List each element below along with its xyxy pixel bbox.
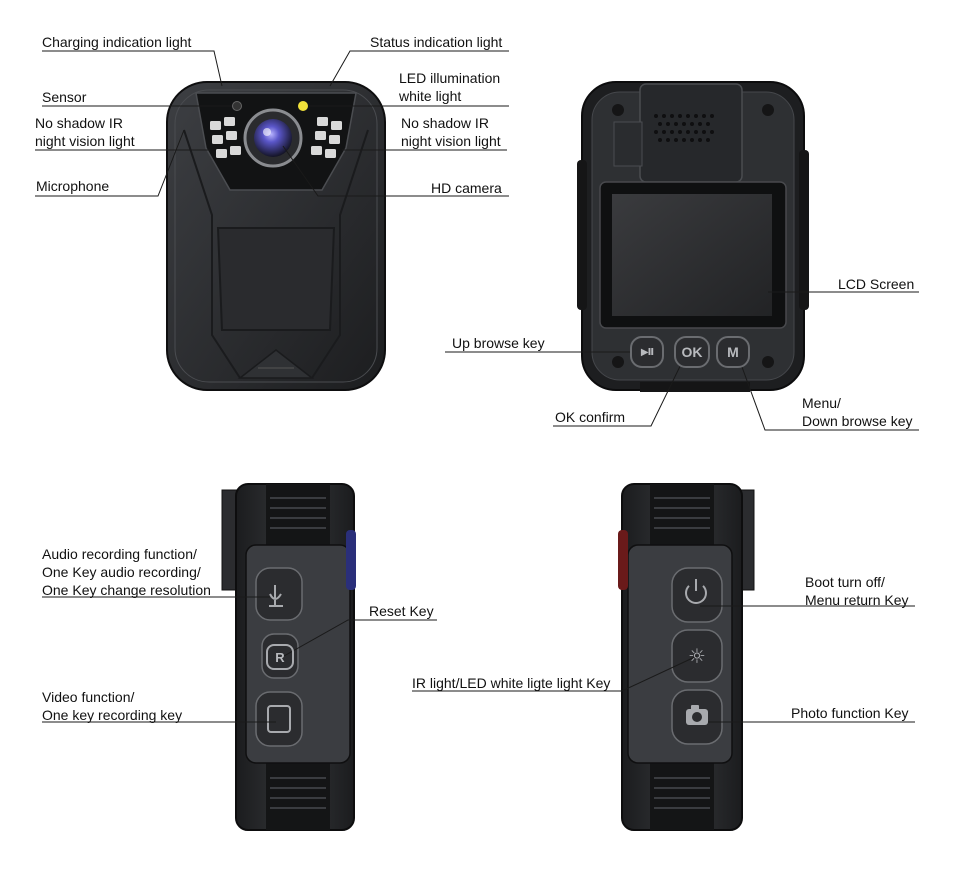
label-lcd-screen: LCD Screen bbox=[838, 276, 915, 292]
reset-key: R bbox=[266, 644, 294, 670]
label-hd-camera: HD camera bbox=[431, 180, 502, 196]
label-reset-key: Reset Key bbox=[369, 603, 434, 619]
label-video-function: Video function/One key recording key bbox=[42, 689, 183, 723]
ok-key-label: OK bbox=[681, 344, 703, 360]
play-pause-icon: ▶II bbox=[640, 346, 654, 358]
leader-lines bbox=[35, 50, 919, 723]
label-status-indication-light: Status indication light bbox=[370, 34, 503, 50]
m-key-label: M bbox=[727, 344, 739, 360]
label-menu-down-browse-key: Menu/Down browse key bbox=[802, 395, 913, 429]
ok-key: OK bbox=[674, 336, 710, 368]
power-icon bbox=[685, 579, 707, 604]
camera-icon bbox=[686, 705, 708, 725]
front-view bbox=[166, 81, 386, 391]
label-ok-confirm: OK confirm bbox=[555, 409, 626, 425]
label-microphone: Microphone bbox=[36, 178, 110, 194]
right-side-view bbox=[618, 483, 755, 831]
label-sensor: Sensor bbox=[42, 89, 87, 105]
sun-icon: ☼ bbox=[688, 644, 706, 668]
label-audio-recording: Audio recording function/One Key audio r… bbox=[42, 546, 211, 598]
back-view bbox=[577, 81, 809, 392]
left-side-view bbox=[221, 483, 356, 831]
label-photo-function-key: Photo function Key bbox=[791, 705, 909, 721]
label-ir-led-key: IR light/LED white ligte light Key bbox=[412, 675, 611, 691]
label-up-browse-key: Up browse key bbox=[452, 335, 545, 351]
play-pause-key: ▶II bbox=[630, 336, 664, 368]
m-key: M bbox=[716, 336, 750, 368]
reset-key-label: R bbox=[275, 649, 285, 665]
label-boot-turn-off: Boot turn off/Menu return Key bbox=[805, 574, 909, 608]
label-charging-indication-light: Charging indication light bbox=[42, 34, 192, 50]
